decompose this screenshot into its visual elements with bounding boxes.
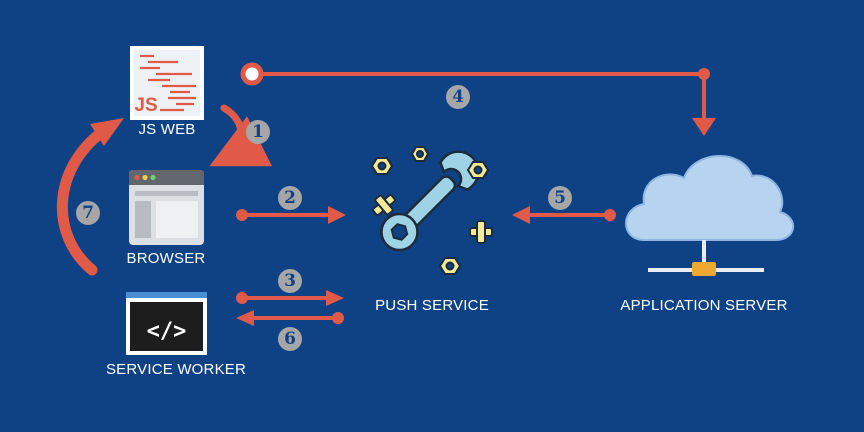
wrench-icon: [380, 150, 480, 252]
arrow-7-head: [90, 118, 124, 146]
arrow-4: [240, 62, 716, 136]
browser-label: BROWSER: [126, 250, 206, 267]
browser-icon: [129, 170, 204, 245]
js-badge: JS: [134, 95, 157, 116]
step-badge-6: 6: [278, 327, 302, 351]
code-symbol: </>: [147, 319, 187, 344]
arrow-7: [57, 126, 108, 276]
service-worker-icon: </>: [126, 292, 207, 355]
arrow-3: [236, 290, 344, 306]
arrow-1: [209, 104, 273, 167]
arrow-6: [236, 310, 344, 326]
js-web-label: JS WEB: [138, 121, 196, 138]
step-badge-7: 7: [76, 201, 100, 225]
arrow-2: [236, 206, 346, 224]
push-service-label: PUSH SERVICE: [375, 297, 489, 314]
step-badge-4: 4: [446, 85, 470, 109]
arrow-5: [512, 206, 616, 224]
cloud-server-icon: [625, 155, 794, 276]
application-server-label: APPLICATION SERVER: [620, 297, 788, 314]
step-badge-2: 2: [278, 186, 302, 210]
service-worker-label: SERVICE WORKER: [105, 361, 247, 378]
step-badge-3: 3: [278, 269, 302, 293]
nut-icons: [370, 146, 493, 275]
step-badge-5: 5: [548, 186, 572, 210]
js-web-icon: JS: [130, 46, 204, 120]
step-badge-1: 1: [246, 120, 270, 144]
